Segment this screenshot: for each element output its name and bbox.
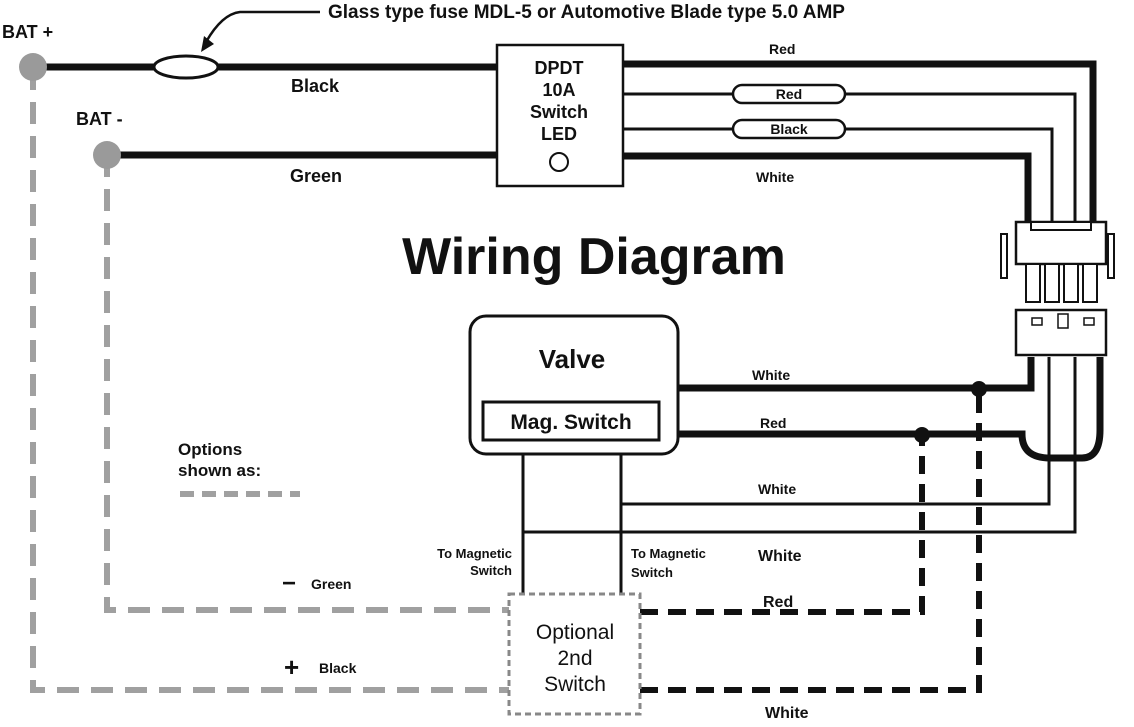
valve-label: Valve: [539, 344, 606, 374]
mag-switch-box: [481, 400, 661, 442]
wire-white-mag1: [619, 357, 1051, 506]
wire-white-top: [623, 152, 1032, 222]
minus-sign: −: [282, 570, 296, 597]
optional-switch-box: [507, 592, 642, 716]
wire-label-black-main: Black: [291, 76, 340, 96]
wire-label-red-fuse: Red: [776, 86, 802, 102]
fuse-pointer-arrow: [201, 10, 320, 52]
junction-white: [971, 381, 987, 397]
fuse-note: Glass type fuse MDL-5 or Automotive Blad…: [328, 2, 845, 23]
wire-label-red-top: Red: [769, 41, 795, 57]
wire-label-green-main: Green: [290, 166, 342, 186]
mag-left-line1: To Magnetic: [437, 546, 512, 561]
switch-line4: LED: [541, 124, 577, 144]
mag-switch-label: Mag. Switch: [510, 411, 631, 434]
option-wires: [30, 68, 512, 693]
optional-line2: 2nd: [557, 647, 592, 670]
wire-label-white-mag2: White: [758, 548, 802, 565]
wire-red-dashed: [640, 436, 925, 615]
connector-socket: [1014, 308, 1108, 357]
option-dashed-wires: [640, 390, 982, 693]
fuse-icon: [152, 54, 220, 80]
wire-white-dashed: [640, 390, 982, 693]
wire-label-white-valve: White: [752, 367, 790, 383]
bat-minus-label: BAT -: [76, 109, 123, 129]
wire-black-fuse-line: [623, 127, 1054, 222]
mag-right-line1: To Magnetic: [631, 546, 706, 561]
wire-label-white-top: White: [756, 169, 794, 185]
wire-label-black-fuse: Black: [770, 121, 808, 137]
wire-label-white-dashed: White: [765, 705, 809, 722]
optional-line1: Optional: [536, 621, 614, 644]
wire-white-mag2: [521, 357, 1077, 534]
option-wire-green: [104, 155, 512, 613]
optional-line3: Switch: [544, 673, 606, 696]
mag-left-line2: Switch: [470, 563, 512, 578]
switch-line1: DPDT: [535, 58, 584, 78]
red-fuse-icon: [731, 83, 847, 105]
wire-red-valve: [679, 357, 1104, 462]
wire-label-black-option: Black: [319, 660, 357, 676]
wire-label-white-mag1: White: [758, 481, 796, 497]
wire-label-red-valve: Red: [760, 415, 786, 431]
led-icon: [549, 152, 569, 172]
bat-plus-label: BAT +: [2, 22, 53, 42]
bat-minus-terminal: [93, 141, 121, 169]
wire-white-valve: [679, 357, 1035, 392]
wire-red-top: [623, 60, 1097, 222]
mag-right-line2: Switch: [631, 565, 673, 580]
bat-plus-terminal: [19, 53, 47, 81]
diagram-title: Wiring Diagram: [402, 228, 786, 286]
main-wires: [33, 60, 1104, 462]
wire-label-red-dashed: Red: [763, 594, 793, 611]
options-line2: shown as:: [178, 461, 261, 480]
junction-red: [914, 427, 930, 443]
switch-line2: 10A: [542, 80, 575, 100]
options-line1: Options: [178, 440, 242, 459]
plus-sign: +: [284, 652, 299, 682]
wire-label-green-option: Green: [311, 576, 351, 592]
connector-plug: [1000, 220, 1115, 303]
black-fuse-icon: [731, 118, 847, 140]
switch-line3: Switch: [530, 102, 588, 122]
option-wire-black: [30, 68, 512, 693]
